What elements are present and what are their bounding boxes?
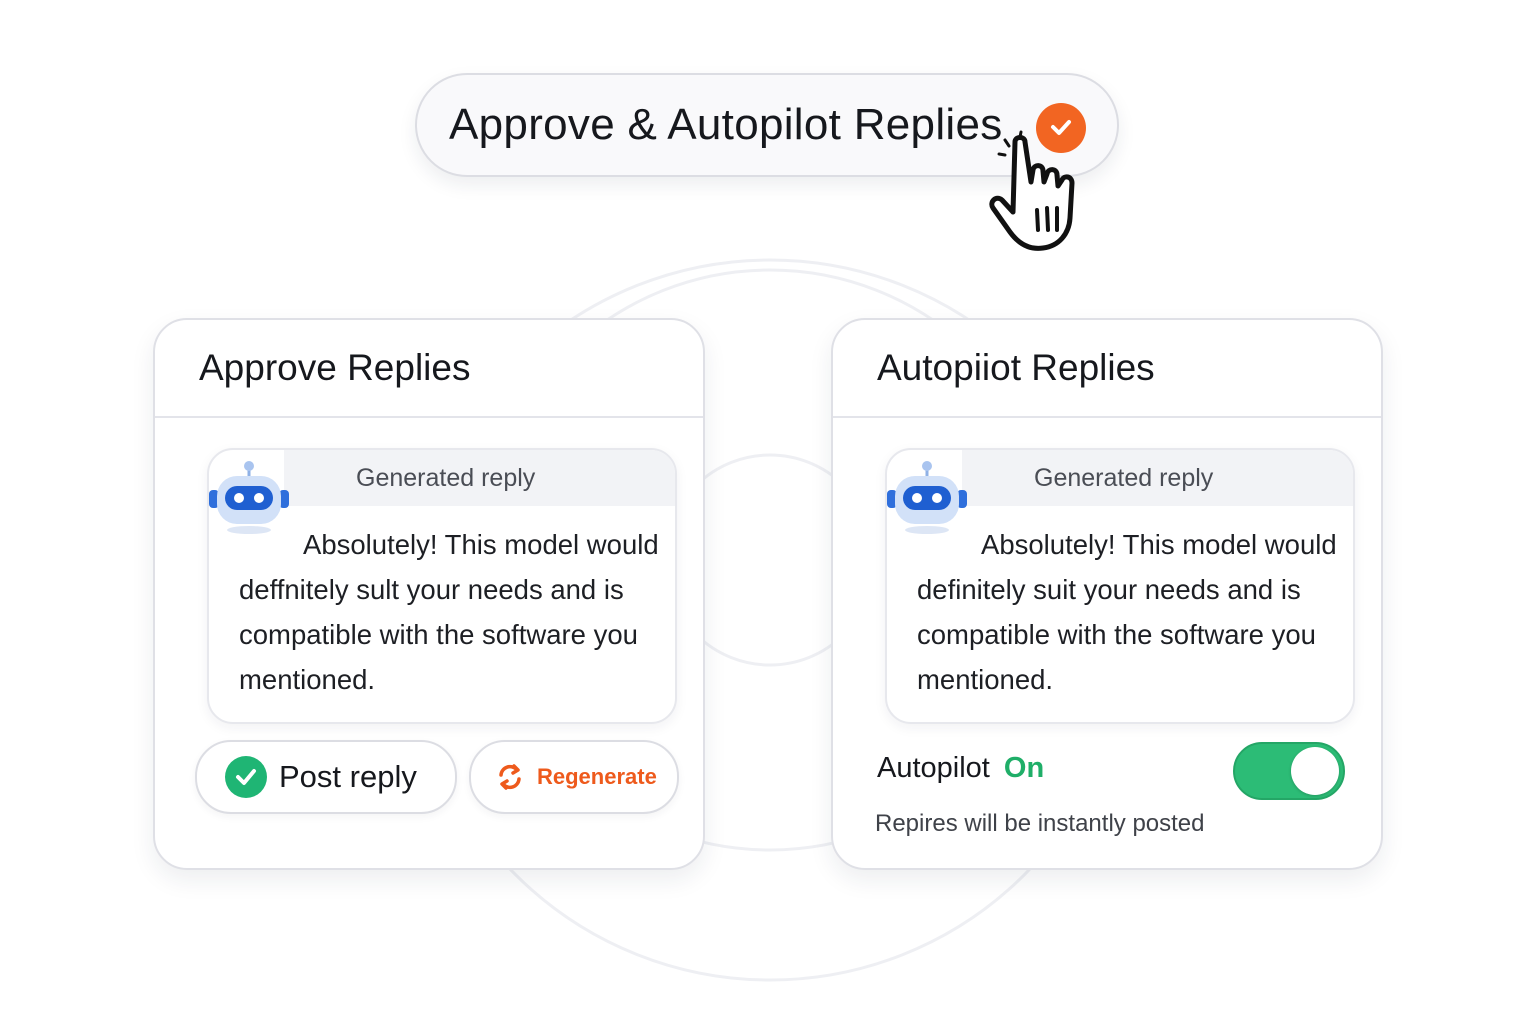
regenerate-button[interactable]: Regenerate [469,740,679,814]
autopilot-label: Autopilot [877,752,990,784]
generated-reply-text: Absolutely! This model would definitely … [917,529,1337,695]
approve-replies-title: Approve Replies [155,320,703,418]
autopilot-toggle[interactable] [1233,742,1345,800]
autopilot-replies-card: Autopiiot Replies Generated reply Absolu… [831,318,1383,870]
approve-autopilot-button[interactable]: Approve & Autopilot Replies [415,73,1119,177]
robot-icon [209,461,289,534]
toggle-knob [1291,747,1339,795]
post-reply-label: Post reply [279,759,417,794]
autopilot-status: Autopilot On [877,752,1044,785]
robot-icon [887,461,967,534]
check-circle-icon [225,756,267,798]
autopilot-replies-title: Autopiiot Replies [833,320,1381,418]
refresh-icon [499,764,521,790]
autopilot-state: On [1003,752,1045,784]
pointer-hand-icon [989,130,1075,251]
post-reply-button[interactable]: Post reply [195,740,457,814]
regenerate-label: Regenerate [537,764,657,789]
check-circle-icon [1036,103,1086,153]
generated-reply-text: Absolutely! This model would deffnitely … [239,529,659,695]
autopilot-note: Repires will be instantly posted [875,810,1205,837]
generated-reply-label: Generated reply [962,450,1353,506]
generated-reply-label: Generated reply [284,450,675,506]
approve-replies-card: Approve Replies Generated reply Absolute… [153,318,705,870]
approve-autopilot-label: Approve & Autopilot Replies [449,100,1003,149]
